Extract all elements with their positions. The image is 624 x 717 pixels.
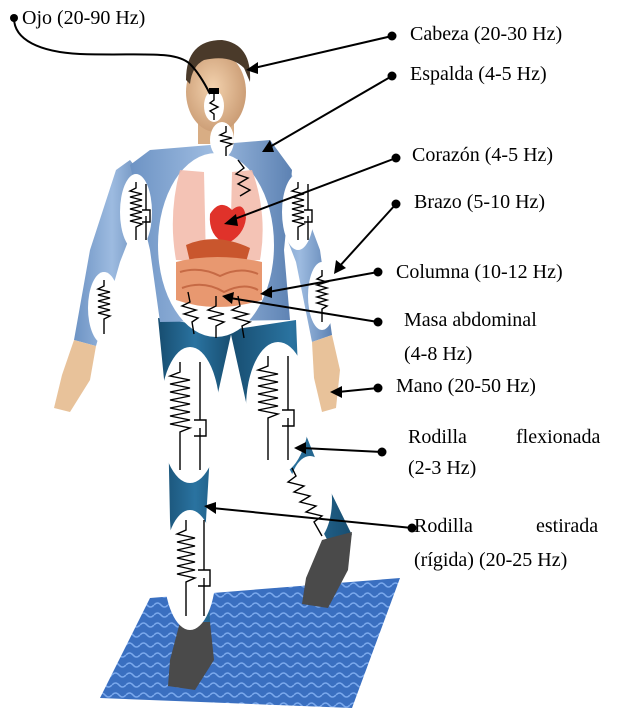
leader-cabeza xyxy=(254,36,392,68)
label-corazon: Corazón (4-5 Hz) xyxy=(412,143,553,167)
label-rodilla-estirada-word1: Rodilla xyxy=(414,514,473,538)
label-masa-abdominal-line1: Masa abdominal xyxy=(404,308,537,332)
right-hand xyxy=(312,335,340,412)
label-rodilla-flexionada-word1: Rodilla xyxy=(408,425,467,449)
label-rodilla-estirada-line2: (rígida) (20-25 Hz) xyxy=(414,548,567,572)
label-espalda: Espalda (4-5 Hz) xyxy=(410,62,547,86)
left-hand xyxy=(54,340,96,412)
label-cabeza: Cabeza (20-30 Hz) xyxy=(410,22,562,46)
floor-mat xyxy=(100,578,400,708)
label-rodilla-flexionada-line2: (2-3 Hz) xyxy=(408,456,476,480)
label-masa-abdominal-line2: (4-8 Hz) xyxy=(404,342,472,366)
leader-rodilla-flex xyxy=(302,448,382,452)
label-rodilla-flexionada-word2: flexionada xyxy=(516,425,600,449)
label-rodilla-estirada-word2: estirada xyxy=(536,514,598,538)
leader-espalda xyxy=(268,76,392,148)
label-brazo: Brazo (5-10 Hz) xyxy=(414,190,545,214)
label-ojo: Ojo (20-90 Hz) xyxy=(22,6,145,30)
leader-mano xyxy=(338,388,378,392)
label-columna: Columna (10-12 Hz) xyxy=(396,260,563,284)
leader-brazo xyxy=(338,204,396,268)
label-mano: Mano (20-50 Hz) xyxy=(396,374,536,398)
